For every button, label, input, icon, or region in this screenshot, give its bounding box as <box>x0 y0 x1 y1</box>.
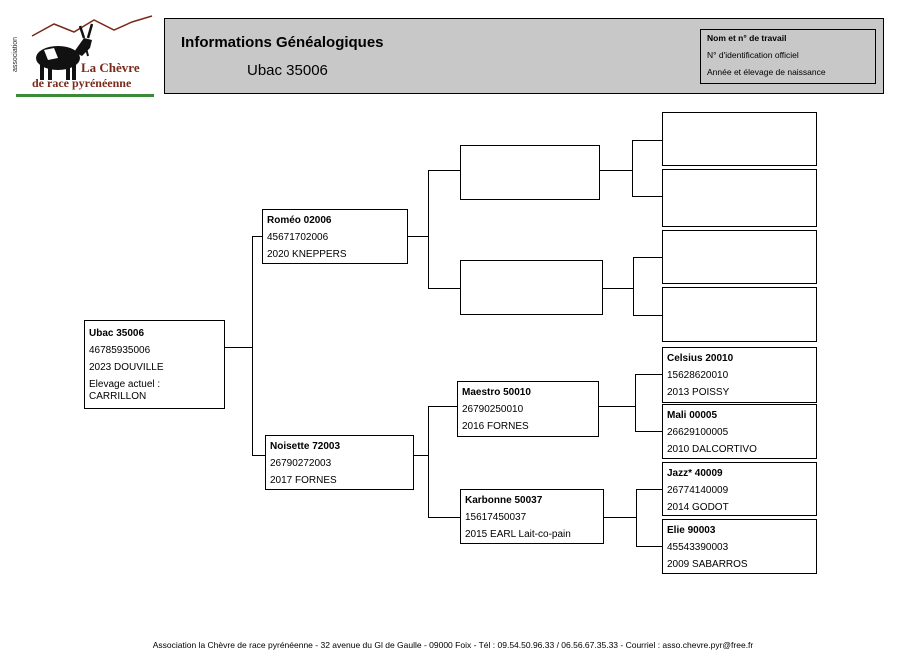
dd-dam-birth: 2009 SABARROS <box>667 559 748 570</box>
dd-sire-birth: 2014 GODOT <box>667 502 729 513</box>
sire-name: Roméo 02006 <box>267 215 332 226</box>
legend-box: Nom et n° de travail N° d'identification… <box>700 29 876 84</box>
connector-line <box>600 170 632 171</box>
footer-address: Association la Chèvre de race pyrénéenne… <box>152 640 754 650</box>
dd-sire-box: Jazz* 40009 26774140009 2014 GODOT <box>662 462 817 516</box>
dam-dam-name: Karbonne 50037 <box>465 495 543 506</box>
connector-line <box>632 196 662 197</box>
logo-green-bar <box>16 94 154 97</box>
logo-title-line2: de race pyrénéenne <box>32 76 132 90</box>
sire-birth: 2020 KNEPPERS <box>267 249 347 260</box>
dam-sire-box: Maestro 50010 26790250010 2016 FORNES <box>457 381 599 437</box>
connector-line <box>599 406 635 407</box>
ds-dam-name: Mali 00005 <box>667 410 718 421</box>
subject-id: 46785935006 <box>89 345 151 356</box>
sds-box <box>662 230 817 284</box>
subject-current-farm: CARRILLON <box>89 391 147 402</box>
ds-sire-id: 15628620010 <box>667 370 729 381</box>
connector-line <box>636 489 637 546</box>
page-subtitle: Ubac 35006 <box>247 62 328 79</box>
ds-dam-id: 26629100005 <box>667 427 729 438</box>
connector-line <box>252 455 265 456</box>
dam-dam-box: Karbonne 50037 15617450037 2015 EARL Lai… <box>460 489 604 544</box>
connector-line <box>633 315 662 316</box>
connector-line <box>428 406 457 407</box>
dam-birth: 2017 FORNES <box>270 475 337 486</box>
sdd-box <box>662 287 817 342</box>
connector-line <box>636 546 662 547</box>
connector-line <box>252 236 262 237</box>
connector-line <box>428 288 460 289</box>
header-banner <box>164 18 884 94</box>
ds-sire-name: Celsius 20010 <box>667 353 734 364</box>
connector-line <box>633 257 634 315</box>
connector-line <box>252 236 253 455</box>
dam-dam-birth: 2015 EARL Lait-co-pain <box>465 529 571 540</box>
connector-line <box>408 236 428 237</box>
dd-dam-name: Elie 90003 <box>667 525 716 536</box>
association-logo: association La Chèvre de race pyrénéenne <box>12 14 156 98</box>
sire-dam-box <box>460 260 603 315</box>
connector-line <box>225 347 252 348</box>
sss-box <box>662 112 817 166</box>
sire-id: 45671702006 <box>267 232 329 243</box>
dd-sire-id: 26774140009 <box>667 485 729 496</box>
subject-current-farm-label: Elevage actuel : <box>89 379 161 390</box>
connector-line <box>633 257 662 258</box>
ssd-box <box>662 169 817 227</box>
dd-dam-box: Elie 90003 45543390003 2009 SABARROS <box>662 519 817 574</box>
legend-line-name: Nom et n° de travail <box>707 33 787 43</box>
ds-sire-birth: 2013 POISSY <box>667 387 730 398</box>
dam-box: Noisette 72003 26790272003 2017 FORNES <box>265 435 414 490</box>
connector-line <box>636 489 662 490</box>
connector-line <box>603 288 633 289</box>
connector-line <box>635 431 662 432</box>
subject-birth: 2023 DOUVILLE <box>89 362 164 373</box>
subject-name: Ubac 35006 <box>89 328 145 339</box>
dam-name: Noisette 72003 <box>270 441 341 452</box>
dam-dam-id: 15617450037 <box>465 512 527 523</box>
connector-line <box>632 140 633 196</box>
connector-line <box>428 170 460 171</box>
dam-id: 26790272003 <box>270 458 332 469</box>
connector-line <box>604 517 636 518</box>
sire-sire-box <box>460 145 600 200</box>
connector-line <box>635 374 636 431</box>
ds-sire-box: Celsius 20010 15628620010 2013 POISSY <box>662 347 817 403</box>
legend-line-id: N° d'identification officiel <box>707 50 799 60</box>
logo-side-text: association <box>12 36 19 72</box>
dd-dam-id: 45543390003 <box>667 542 729 553</box>
logo-title-line1: La Chèvre <box>81 60 140 75</box>
legend-line-birth: Année et élevage de naissance <box>707 67 826 77</box>
connector-line <box>632 140 662 141</box>
sire-box: Roméo 02006 45671702006 2020 KNEPPERS <box>262 209 408 264</box>
connector-line <box>428 517 460 518</box>
ds-dam-birth: 2010 DALCORTIVO <box>667 444 757 455</box>
connector-line <box>635 374 662 375</box>
page-title: Informations Généalogiques <box>181 34 384 51</box>
dam-sire-name: Maestro 50010 <box>462 387 531 398</box>
connector-line <box>414 455 428 456</box>
connector-line <box>428 406 429 517</box>
dam-sire-birth: 2016 FORNES <box>462 421 529 432</box>
dd-sire-name: Jazz* 40009 <box>667 468 723 479</box>
connector-line <box>428 170 429 288</box>
dam-sire-id: 26790250010 <box>462 404 524 415</box>
ds-dam-box: Mali 00005 26629100005 2010 DALCORTIVO <box>662 404 817 459</box>
subject-box: Ubac 35006 46785935006 2023 DOUVILLE Ele… <box>84 320 225 409</box>
goat-logo-icon <box>31 15 153 80</box>
